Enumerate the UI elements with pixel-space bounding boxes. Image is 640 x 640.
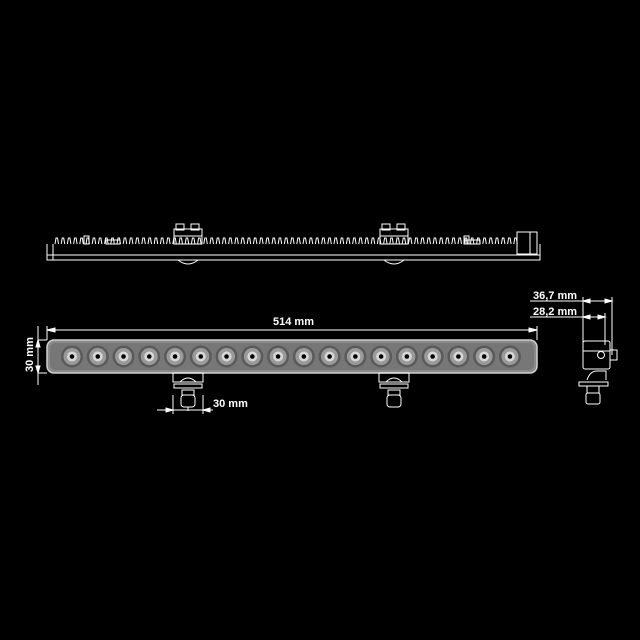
depth-body-dimension-label: 28,2 mm <box>533 306 578 318</box>
depth-total-dimension-label: 36,7 mm <box>533 290 578 302</box>
led-lens <box>498 345 521 368</box>
led-lens <box>164 345 187 368</box>
length-dimension-label: 514 mm <box>273 316 314 328</box>
side-view <box>578 340 618 405</box>
led-lens <box>215 345 238 368</box>
led-lens <box>189 345 212 368</box>
led-lens <box>241 345 264 368</box>
front-view <box>46 339 538 411</box>
led-lens <box>318 345 341 368</box>
top-bracket-left <box>173 223 203 265</box>
led-lens <box>447 345 470 368</box>
led-lens <box>344 345 367 368</box>
led-lens <box>421 345 444 368</box>
led-lens <box>138 345 161 368</box>
led-lens <box>292 345 315 368</box>
bracket-width-dimension-label: 30 mm <box>213 398 248 410</box>
led-lens <box>370 345 393 368</box>
top-view <box>46 223 541 265</box>
led-lens <box>267 345 290 368</box>
led-lens <box>112 345 135 368</box>
led-lens <box>473 345 496 368</box>
led-lens <box>61 345 83 368</box>
height-dimension-label: 30 mm <box>24 337 36 372</box>
led-lens <box>86 345 109 368</box>
led-lens <box>395 345 418 368</box>
top-bracket-right <box>379 223 409 265</box>
